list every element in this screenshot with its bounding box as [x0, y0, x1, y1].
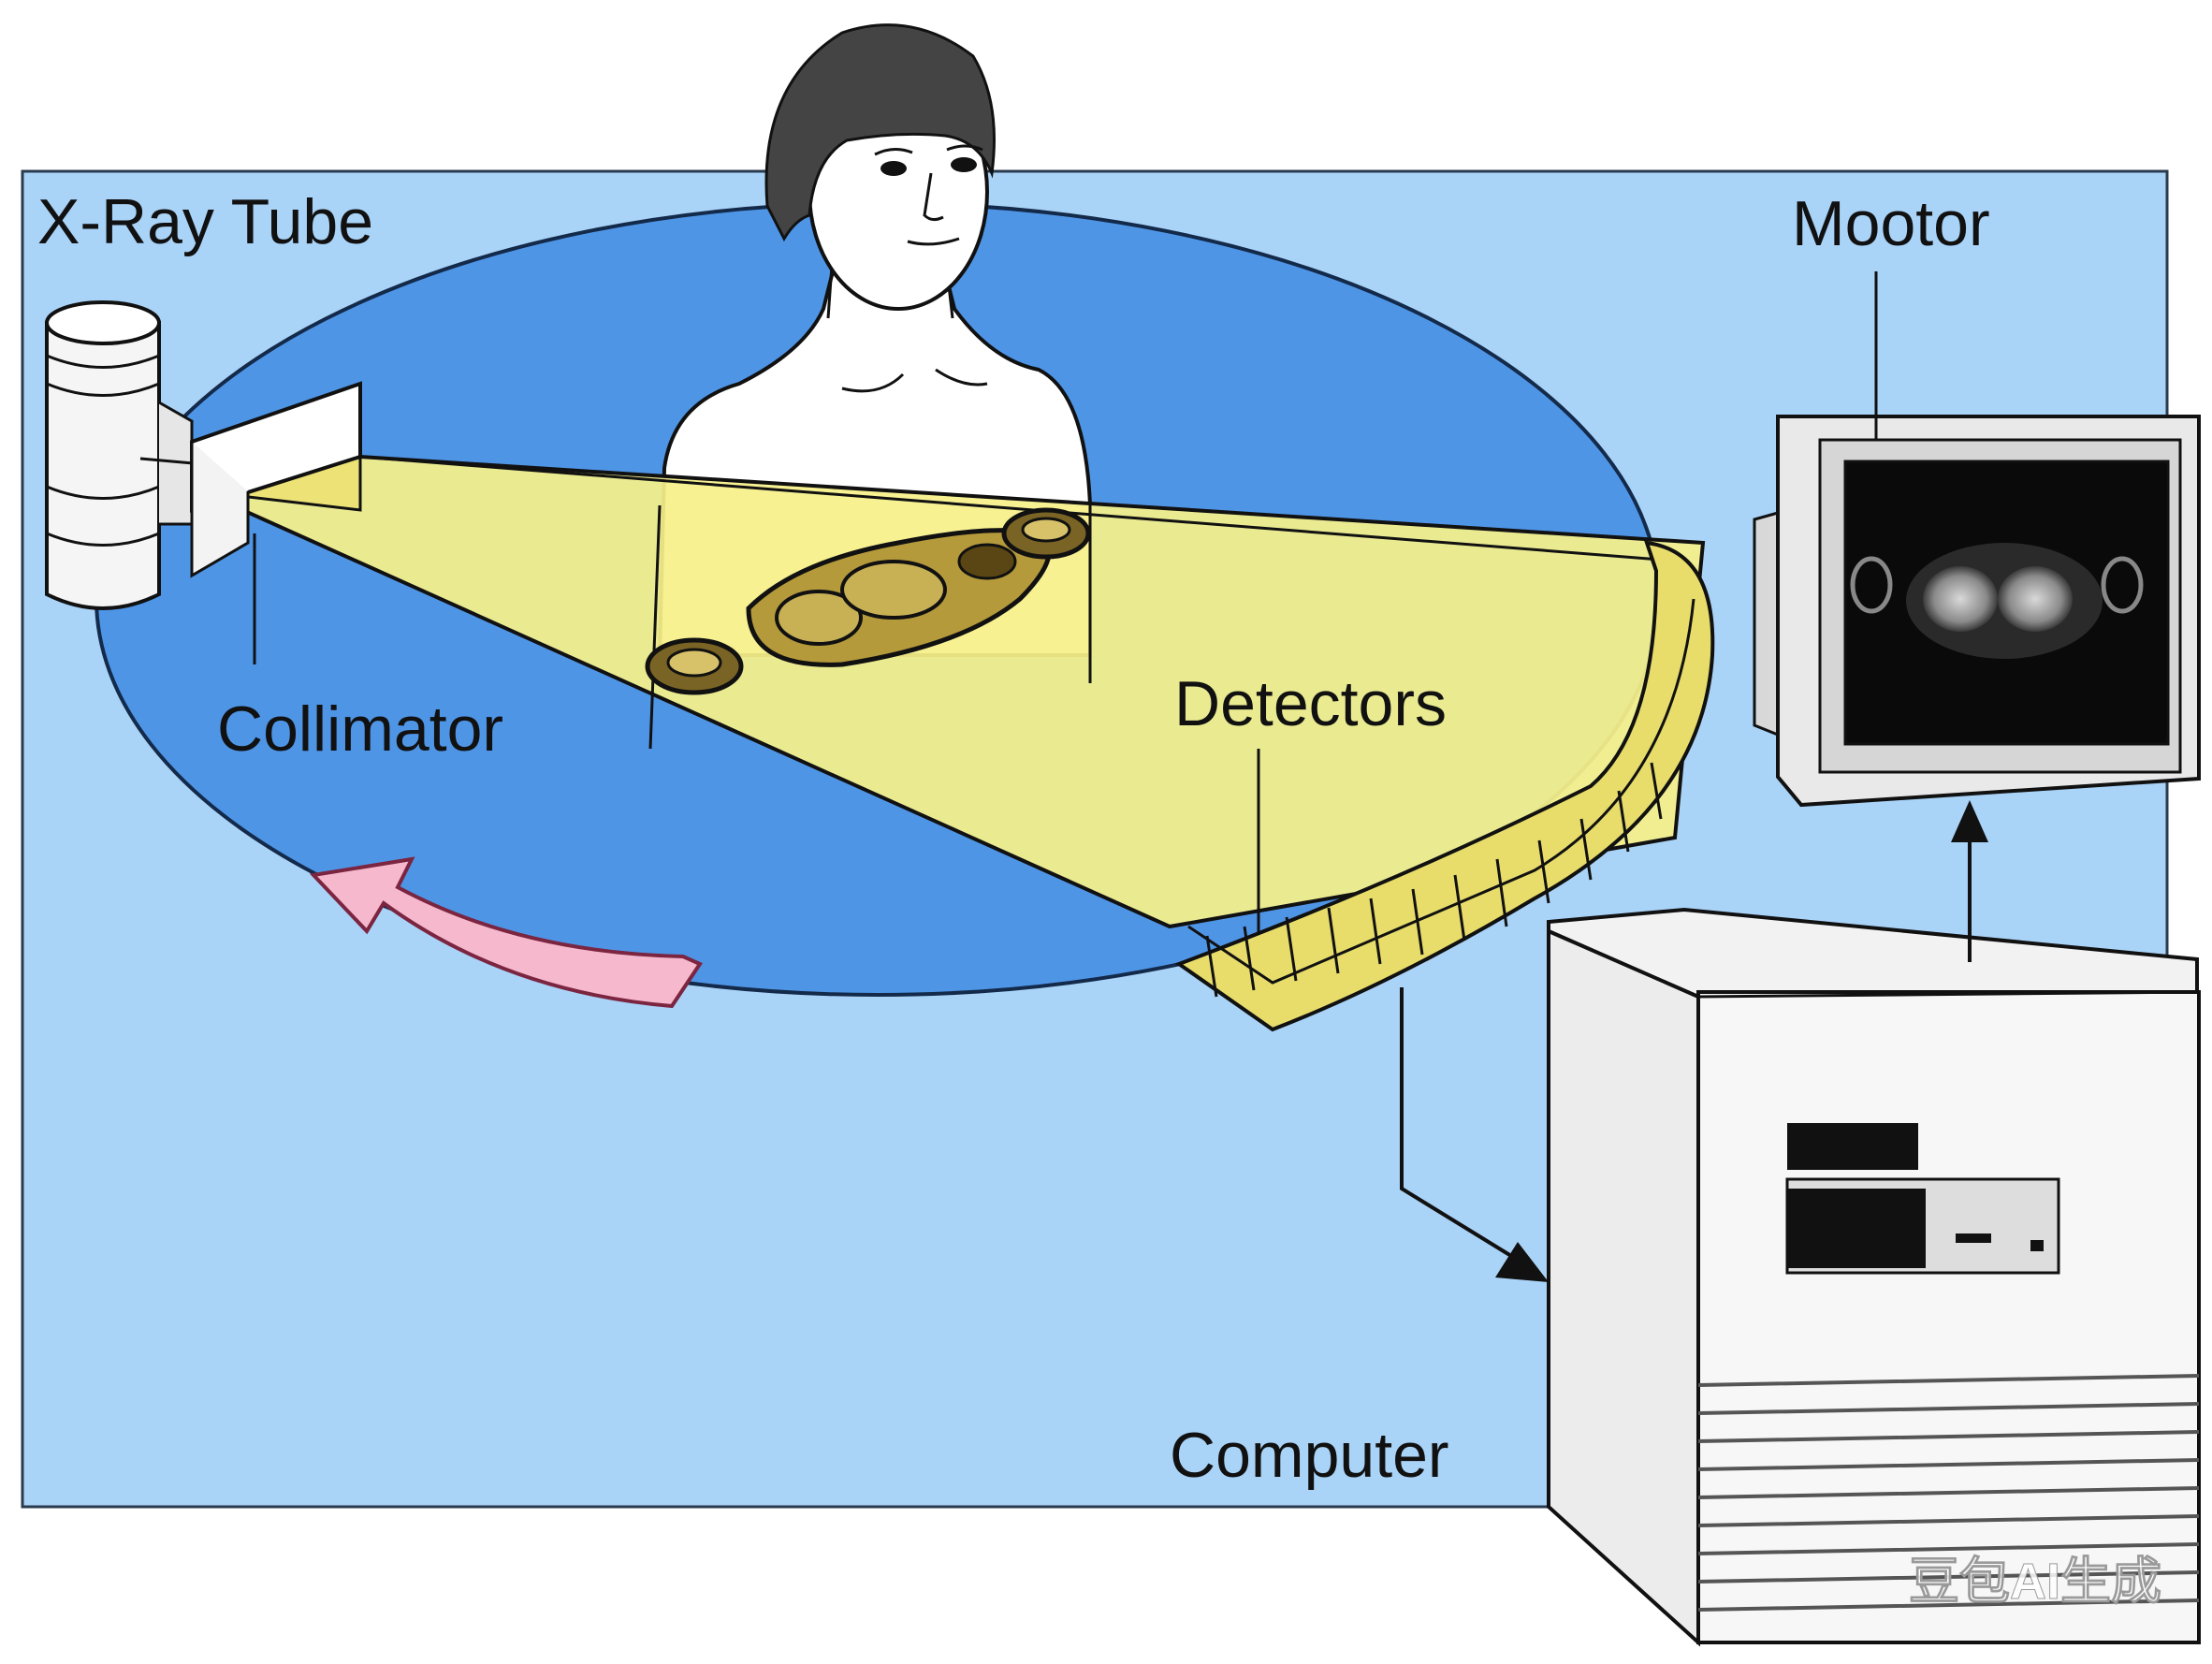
computer-label: Computer	[1170, 1420, 1449, 1491]
detector-array	[1174, 540, 1715, 1032]
watermark: 豆包AI生成	[1909, 1554, 2161, 1610]
computer-vents	[1697, 1374, 2200, 1612]
body-cross-section	[645, 507, 1091, 695]
monitor	[1753, 415, 2201, 808]
detectors-label: Detectors	[1174, 668, 1447, 739]
rotation-arrow	[309, 856, 703, 1009]
xray-tube-label: X-Ray Tube	[37, 186, 373, 257]
xray-tube	[45, 300, 226, 610]
collimator-label: Collimator	[217, 693, 503, 765]
monitor-label: Mootor	[1792, 188, 1990, 259]
collimator	[190, 381, 362, 664]
detector-to-computer-arrow	[1400, 987, 1518, 1261]
drive-slot	[1787, 1123, 1918, 1170]
computer	[1547, 907, 2201, 1647]
